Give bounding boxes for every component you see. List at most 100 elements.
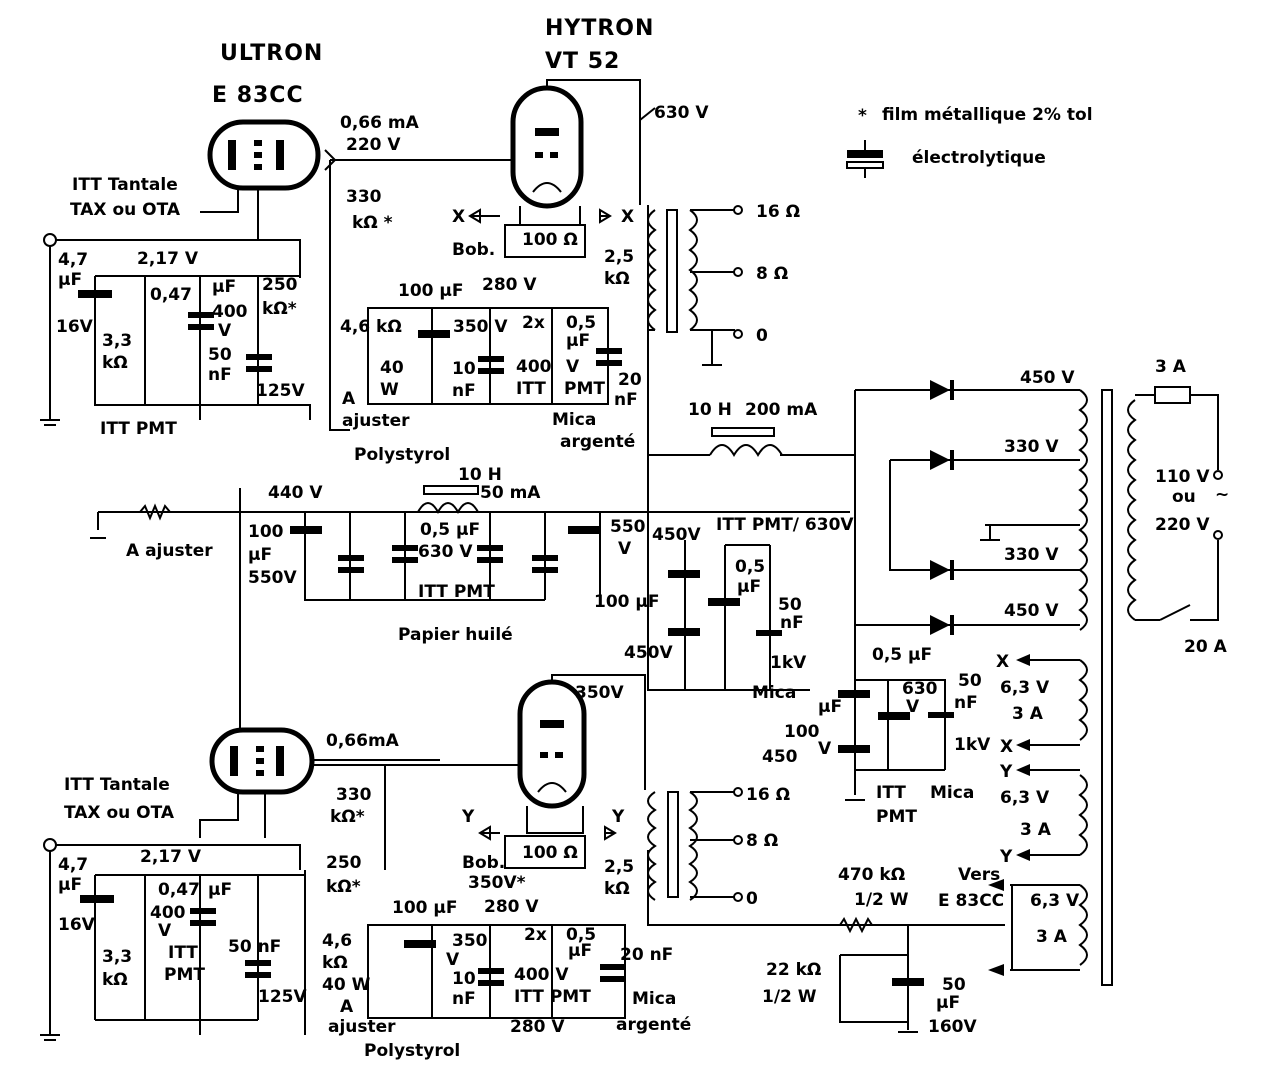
- s450a: 450 V: [1020, 368, 1075, 388]
- switch-label: 20 A: [1184, 637, 1228, 657]
- kv2: 1kV: [954, 735, 991, 755]
- cvc: V: [906, 697, 920, 717]
- cin-top: [78, 290, 112, 298]
- r250-bottom-2: kΩ*: [326, 877, 361, 897]
- c50-bottom: 50 nF: [228, 937, 281, 957]
- r25-bottom-2: kΩ: [604, 879, 630, 899]
- mica-bottom-1: Mica: [632, 989, 676, 1009]
- r100-top: 100 Ω: [522, 230, 578, 250]
- legend-star: *: [858, 106, 867, 126]
- r46-top: 4,6 kΩ: [340, 317, 402, 337]
- c-uf-top: μF: [212, 277, 236, 297]
- top-channel: ULTRON E 83CC HYTRON VT 52 ITT Tantale: [40, 16, 800, 465]
- c05-psu-1: 0,5: [420, 520, 450, 540]
- c2x-top: 2x: [522, 313, 545, 333]
- h2y2: Y: [999, 847, 1013, 867]
- c2x-bottom: 2x: [524, 925, 547, 945]
- tantale-top-1: ITT Tantale: [72, 175, 178, 195]
- r40-top: 40: [380, 358, 404, 378]
- mains-2: ou: [1172, 487, 1196, 507]
- bottom-channel: 0,66mA ITT Tantale TAX ou OTA 4,7 μF 16V…: [40, 674, 1005, 1061]
- c50c-1: 50: [958, 671, 982, 691]
- c400-bottom: 400: [150, 903, 186, 923]
- c50-psu-1: 50: [778, 595, 802, 615]
- l50ma-psu: 50 mA: [480, 483, 541, 503]
- r470w: 1/2 W: [854, 890, 909, 910]
- l2-200ma: 200 mA: [745, 400, 818, 420]
- cin-top-3: 16V: [56, 317, 94, 337]
- o0-bottom: 0: [746, 889, 758, 909]
- cin-bottom-1: 4,7: [58, 855, 88, 875]
- r330-top-2: kΩ *: [352, 213, 393, 233]
- hytron-type: VT 52: [545, 49, 620, 74]
- o16-bottom: 16 Ω: [746, 785, 790, 805]
- s330a: 330 V: [1004, 437, 1059, 457]
- tantale-bottom-2: TAX ou OTA: [64, 803, 175, 823]
- ac-symbol: ~: [1215, 485, 1229, 505]
- ma066-top: 0,66 mA: [340, 113, 420, 133]
- c-v-top: V: [218, 321, 232, 341]
- c100uf-symbol-top: [418, 330, 450, 338]
- h3a: 3 A: [1036, 927, 1068, 947]
- bob-bottom: Bob.: [462, 853, 505, 873]
- x-right-top: X: [621, 207, 634, 227]
- c10-bottom-2: nF: [452, 989, 476, 1009]
- mica-psu: Mica: [752, 683, 796, 703]
- r22w: 1/2 W: [762, 987, 817, 1007]
- r100-bottom: 100 Ω: [522, 843, 578, 863]
- c100-psu-1: 100: [248, 522, 284, 542]
- c350v-bottom: V: [446, 950, 460, 970]
- c550v-psu: 550V: [248, 568, 297, 588]
- r100-box-top: [504, 224, 586, 258]
- s330b: 330 V: [1004, 545, 1059, 565]
- c100uf-top: 100 μF: [398, 281, 464, 301]
- aj1-bottom: A: [340, 997, 354, 1017]
- h2y: Y: [999, 762, 1013, 782]
- c05b-psu-2: μF: [737, 577, 761, 597]
- c50-symbol-top: [246, 354, 272, 360]
- aj2-bottom: ajuster: [328, 1017, 396, 1037]
- r330-top-1: 330: [346, 187, 382, 207]
- vers2: E 83CC: [938, 891, 1004, 911]
- c450c: 450: [762, 747, 798, 767]
- v280b-bottom: 280 V: [510, 1017, 565, 1037]
- v450b-psu: 450V: [624, 643, 673, 663]
- mica-bottom-2: argenté: [616, 1015, 691, 1035]
- ittpmt-bottom: ITT PMT: [514, 987, 591, 1007]
- cin-top-2: μF: [58, 270, 82, 290]
- v280-top: 280 V: [482, 275, 537, 295]
- ma066-bottom: 0,66mA: [326, 731, 400, 751]
- v440: 440 V: [268, 483, 323, 503]
- v350b-bottom: 350V*: [468, 873, 526, 893]
- c550-psu-2: V: [618, 539, 632, 559]
- o8-bottom: 8 Ω: [746, 831, 778, 851]
- h1x: X: [996, 652, 1009, 672]
- ittpmt630: ITT PMT/ 630V: [716, 515, 854, 535]
- r46-bottom-2: kΩ: [322, 953, 348, 973]
- transformer-core-top: [666, 209, 678, 333]
- v217-bottom: 2,17 V: [140, 847, 202, 867]
- c400v-bottom: 400 V: [514, 965, 569, 985]
- cv-top: V: [566, 357, 580, 377]
- o0-top: 0: [756, 326, 768, 346]
- tantale-bottom-1: ITT Tantale: [64, 775, 170, 795]
- c-nf-top: nF: [208, 365, 232, 385]
- y-right-bottom: Y: [611, 807, 625, 827]
- ittpmt-top: ITT PMT: [100, 419, 177, 439]
- tantale-top-2: TAX ou OTA: [70, 200, 181, 220]
- r25-top-1: 2,5: [604, 247, 634, 267]
- h1x2: X: [1000, 737, 1013, 757]
- l10h-psu: 10 H: [458, 465, 502, 485]
- fuse-label: 3 A: [1155, 357, 1187, 377]
- c100uf-bottom: 100 μF: [392, 898, 458, 918]
- r250-bottom-1: 250: [326, 853, 362, 873]
- c05uf-top: μF: [566, 331, 590, 351]
- pmt-bottom: PMT: [164, 965, 205, 985]
- r330-bottom-1: 330: [336, 785, 372, 805]
- c160: 160V: [928, 1017, 977, 1037]
- cin-top-1: 4,7: [58, 250, 88, 270]
- c10-top-2: nF: [452, 381, 476, 401]
- ittpmt-psu: ITT PMT: [418, 582, 495, 602]
- h2a: 3 A: [1020, 820, 1052, 840]
- c05-bottom: 0,5: [566, 925, 596, 945]
